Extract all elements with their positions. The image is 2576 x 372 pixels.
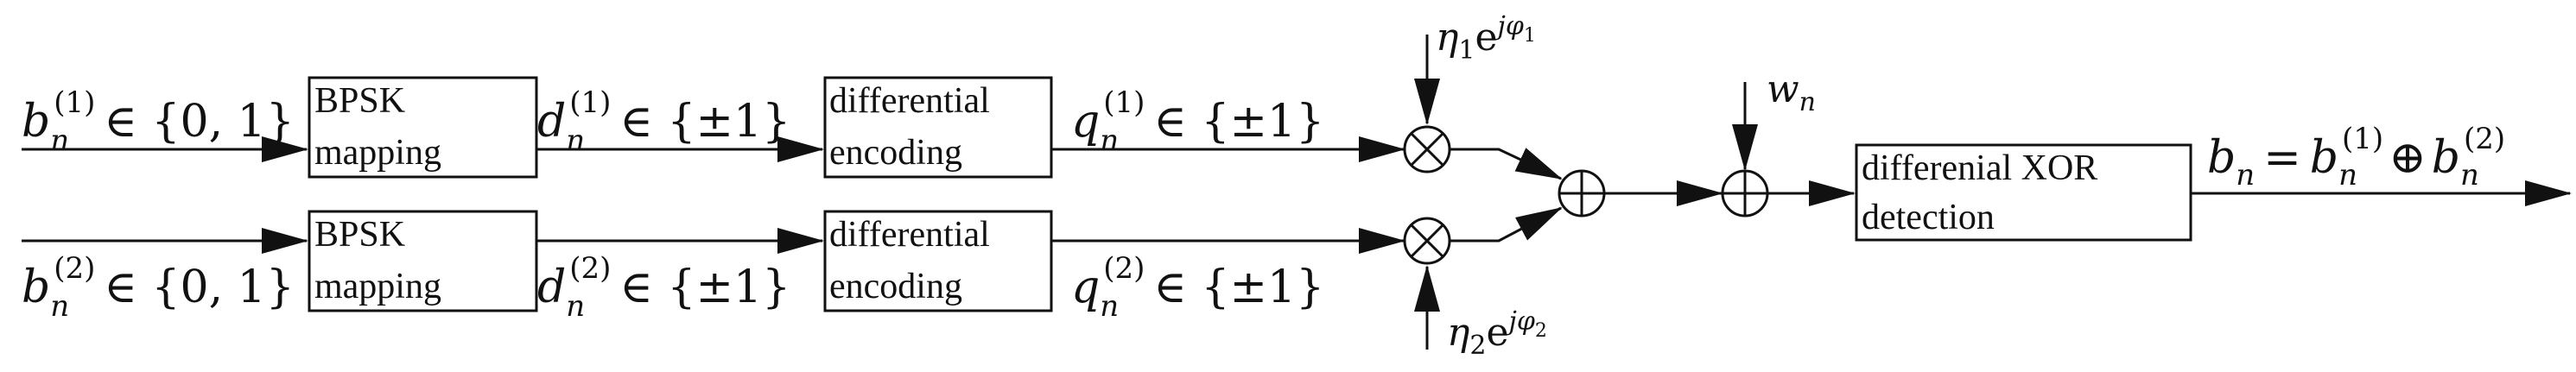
- wire-mult2-to-sum1: [1450, 206, 1563, 243]
- bpsk1-line2: mapping: [314, 133, 441, 173]
- multiplier-node-2: [1403, 217, 1451, 265]
- noise-label: wn: [1767, 67, 1816, 117]
- output-label: bn=bn(1)⊕bn(2): [2207, 122, 2505, 192]
- diff2-line1: differential: [829, 215, 990, 255]
- channel-gain-2-label: η2ejφ2: [1447, 306, 1547, 361]
- xor-line2: detection: [1862, 198, 1995, 237]
- bpsk2-line1: BPSK: [314, 215, 405, 255]
- diff2-line2: encoding: [829, 267, 962, 306]
- signal-q2-label: qn(2)∈ {±1}: [1071, 251, 1324, 324]
- differential-encoding-block-1: differential encoding: [823, 76, 1053, 179]
- bpsk-mapping-block-2: BPSK mapping: [308, 210, 538, 312]
- bpsk2-line2: mapping: [314, 267, 441, 306]
- adder-node-1: [1558, 169, 1606, 218]
- xor-detection-block: differenial XOR detection: [1855, 143, 2192, 242]
- channel-gain-1-label: η1ejφ1: [1436, 11, 1536, 66]
- input-b1-label: bn(1)∈ {0, 1}: [22, 85, 295, 158]
- signal-d2-label: dn(2)∈ {±1}: [537, 251, 790, 324]
- differential-encoding-block-2: differential encoding: [823, 210, 1053, 312]
- signal-q1-label: qn(1)∈ {±1}: [1071, 85, 1324, 158]
- signal-d1-label: dn(1)∈ {±1}: [537, 85, 790, 158]
- diff1-line2: encoding: [829, 133, 962, 173]
- adder-node-2: [1721, 169, 1769, 218]
- wire-mult1-to-sum1: [1450, 148, 1563, 180]
- diff1-line1: differential: [829, 81, 990, 121]
- input-b2-label: bn(2)∈ {0, 1}: [22, 251, 295, 324]
- multiplier-node-1: [1403, 125, 1451, 173]
- bpsk1-line1: BPSK: [314, 81, 405, 121]
- xor-line1: differenial XOR: [1862, 148, 2097, 188]
- bpsk-mapping-block-1: BPSK mapping: [308, 76, 538, 179]
